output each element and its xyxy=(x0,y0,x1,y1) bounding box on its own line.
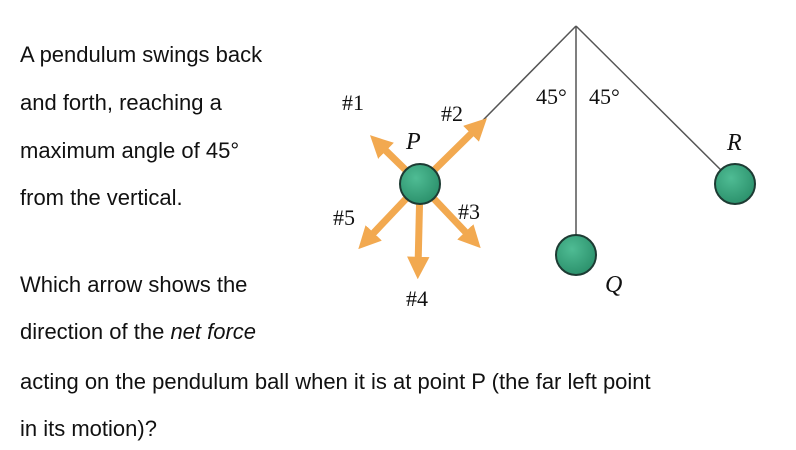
ball-p xyxy=(399,163,441,205)
question-ask-line-3: acting on the pendulum ball when it is a… xyxy=(20,369,651,394)
arrow-2-label: #2 xyxy=(441,101,463,126)
angle-right-label: 45° xyxy=(589,84,620,109)
net-force-emphasis: net force xyxy=(170,319,257,344)
arrow-3-label: #3 xyxy=(458,199,480,224)
question-line-1: A pendulum swings back xyxy=(20,42,263,67)
ask-text: direction of the xyxy=(20,319,171,344)
point-p-label: P xyxy=(405,129,421,155)
question-ask-line-4: in its motion)? xyxy=(20,416,157,441)
question-ask-line-1: Which arrow shows the xyxy=(20,272,248,297)
point-q-label: Q xyxy=(605,272,622,298)
arrow-1-label: #1 xyxy=(342,90,364,115)
point-r-label: R xyxy=(726,130,742,156)
question-line-3: maximum angle of 45° xyxy=(20,138,240,163)
question-line-2: and forth, reaching a xyxy=(20,90,222,115)
ball-r xyxy=(714,163,756,205)
arrow-5-label: #5 xyxy=(333,205,355,230)
question-ask-line-2: direction of the net force xyxy=(20,319,256,345)
ball-q xyxy=(555,234,597,276)
arrow-4-label: #4 xyxy=(406,286,428,311)
angle-left-label: 45° xyxy=(536,84,567,109)
question-line-4: from the vertical. xyxy=(20,185,183,210)
string-to-r xyxy=(575,25,736,185)
